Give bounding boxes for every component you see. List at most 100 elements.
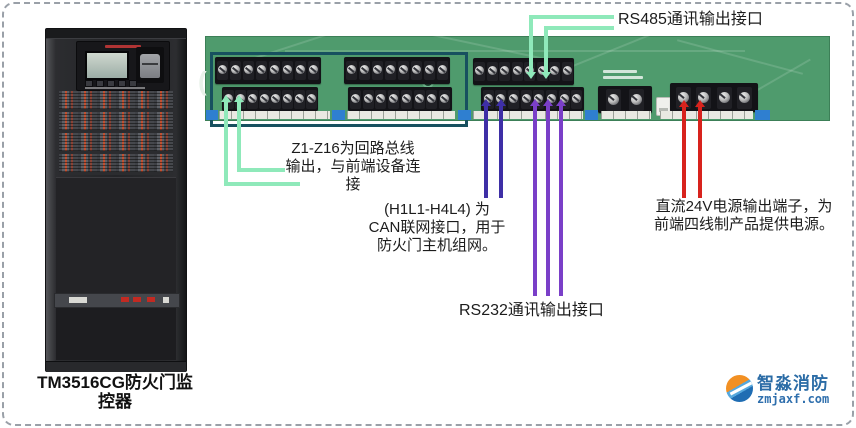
strip-button xyxy=(163,297,169,303)
screw-terminal xyxy=(499,62,511,81)
terminal-labels xyxy=(473,111,583,119)
screw-terminal xyxy=(629,88,644,111)
screw-terminal xyxy=(486,62,498,81)
can-label-line2: CAN联网接口，用于 xyxy=(368,219,506,236)
screw-terminal xyxy=(737,86,753,109)
screw-terminal xyxy=(439,89,451,109)
screw-terminal xyxy=(426,89,438,109)
screw-terminal xyxy=(716,86,732,109)
rs485-wire-1 xyxy=(526,15,536,79)
loop-wire-1 xyxy=(221,95,231,186)
screw-terminal xyxy=(437,61,448,80)
screw-terminal xyxy=(474,62,486,81)
silkscreen-text xyxy=(603,76,643,79)
screw-terminal xyxy=(413,89,425,109)
rs232-wire-2 xyxy=(543,99,553,296)
zhimiao-logo-icon xyxy=(726,375,753,402)
screw-terminal xyxy=(349,89,361,109)
printer-cover xyxy=(140,54,160,78)
loop-label: Z1-Z16为回路总线 输出，与前端设备连 接 xyxy=(285,140,421,194)
loop-wire-1-h xyxy=(224,182,300,186)
panel-fine-print xyxy=(85,87,145,89)
loop-label-line2: 输出，与前端设备连 xyxy=(285,158,421,175)
rs232-label: RS232通讯输出接口 xyxy=(459,302,604,319)
screw-terminal xyxy=(375,89,387,109)
screw-terminal xyxy=(385,61,396,80)
screw-terminal xyxy=(424,61,435,80)
terminal-labels xyxy=(219,111,330,119)
device-caption: TM3516CG防火门监 控器 xyxy=(32,373,198,411)
power-label-line1: 直流24V电源输出端子，为 xyxy=(655,198,833,215)
screw-terminal xyxy=(411,61,422,80)
screw-terminal xyxy=(294,89,306,109)
led-band xyxy=(59,154,173,172)
lcd-display xyxy=(85,51,129,80)
panel-button xyxy=(85,80,93,87)
panel-button xyxy=(96,80,104,87)
screw-terminal xyxy=(217,61,228,80)
rs485-label: RS485通讯输出接口 xyxy=(618,11,763,28)
terminal-row-z-top xyxy=(215,57,321,84)
led-band xyxy=(59,91,173,109)
terminal-row-z-bottom2 xyxy=(348,87,452,111)
screw-terminal xyxy=(388,89,400,109)
loop-label-line1: Z1-Z16为回路总线 xyxy=(291,140,415,157)
screw-terminal xyxy=(359,61,370,80)
screw-terminal xyxy=(243,61,254,80)
blue-tape xyxy=(332,110,345,120)
panel-buttons xyxy=(85,80,137,87)
can-label-line1: (H1L1-H4L4) 为 xyxy=(384,201,490,218)
control-panel xyxy=(76,41,170,91)
screw-terminal xyxy=(282,89,294,109)
screw-terminal xyxy=(606,88,621,111)
can-wire-1 xyxy=(481,99,491,198)
screw-terminal xyxy=(571,89,583,109)
cabinet-base xyxy=(46,361,186,372)
screw-terminal xyxy=(270,89,282,109)
terminal-labels xyxy=(347,111,455,119)
silkscreen-bracket: ( xyxy=(198,66,207,96)
terminal-row-comm-top xyxy=(473,58,574,85)
red-indicator xyxy=(133,297,141,302)
screw-terminal xyxy=(258,89,270,109)
blue-tape xyxy=(585,110,598,120)
loop-label-line3: 接 xyxy=(345,176,361,193)
led-band xyxy=(59,112,173,130)
screw-terminal xyxy=(346,61,357,80)
watermark-logo: 智淼消防 zmjaxf.com xyxy=(726,375,829,405)
blue-tape xyxy=(458,110,471,120)
power-wire-1 xyxy=(679,100,689,198)
screw-terminal xyxy=(269,61,280,80)
rs485-wire-1-h xyxy=(529,15,614,19)
can-label: (H1L1-H4L4) 为 CAN联网接口，用于 防火门主机组网。 xyxy=(363,201,511,255)
panel-printer xyxy=(136,47,164,83)
loop-wire-2 xyxy=(234,95,244,172)
screw-terminal xyxy=(549,62,561,81)
strip-label xyxy=(69,297,87,303)
device-caption-line2: 控器 xyxy=(98,392,132,411)
can-wire-2 xyxy=(496,99,506,198)
power-wire-2 xyxy=(695,100,705,198)
screw-terminal xyxy=(306,89,317,109)
terminal-labels xyxy=(660,111,753,119)
screw-terminal xyxy=(308,61,319,80)
cabinet-lower-door xyxy=(56,308,176,360)
panel-button xyxy=(118,80,126,87)
screw-terminal xyxy=(511,62,523,81)
can-label-line3: 防火门主机组网。 xyxy=(376,237,497,254)
screw-terminal xyxy=(295,61,306,80)
screw-terminal xyxy=(230,61,241,80)
pcb-trace xyxy=(749,58,811,96)
logo-brand-text: 智淼消防 xyxy=(757,374,829,393)
pcb-trace xyxy=(676,39,804,75)
controller-cabinet xyxy=(45,28,187,372)
terminal-row-z-top2 xyxy=(344,57,450,84)
device-caption-line1: TM3516CG防火门监 xyxy=(37,373,193,392)
led-indicator-zone xyxy=(59,91,173,175)
cabinet-upper-door xyxy=(56,177,176,294)
terminal-row-aux xyxy=(598,86,652,113)
logo-site-text: zmjaxf.com xyxy=(757,392,830,406)
screw-terminal xyxy=(507,89,519,109)
terminal-board-pcb: ( xyxy=(198,25,830,127)
